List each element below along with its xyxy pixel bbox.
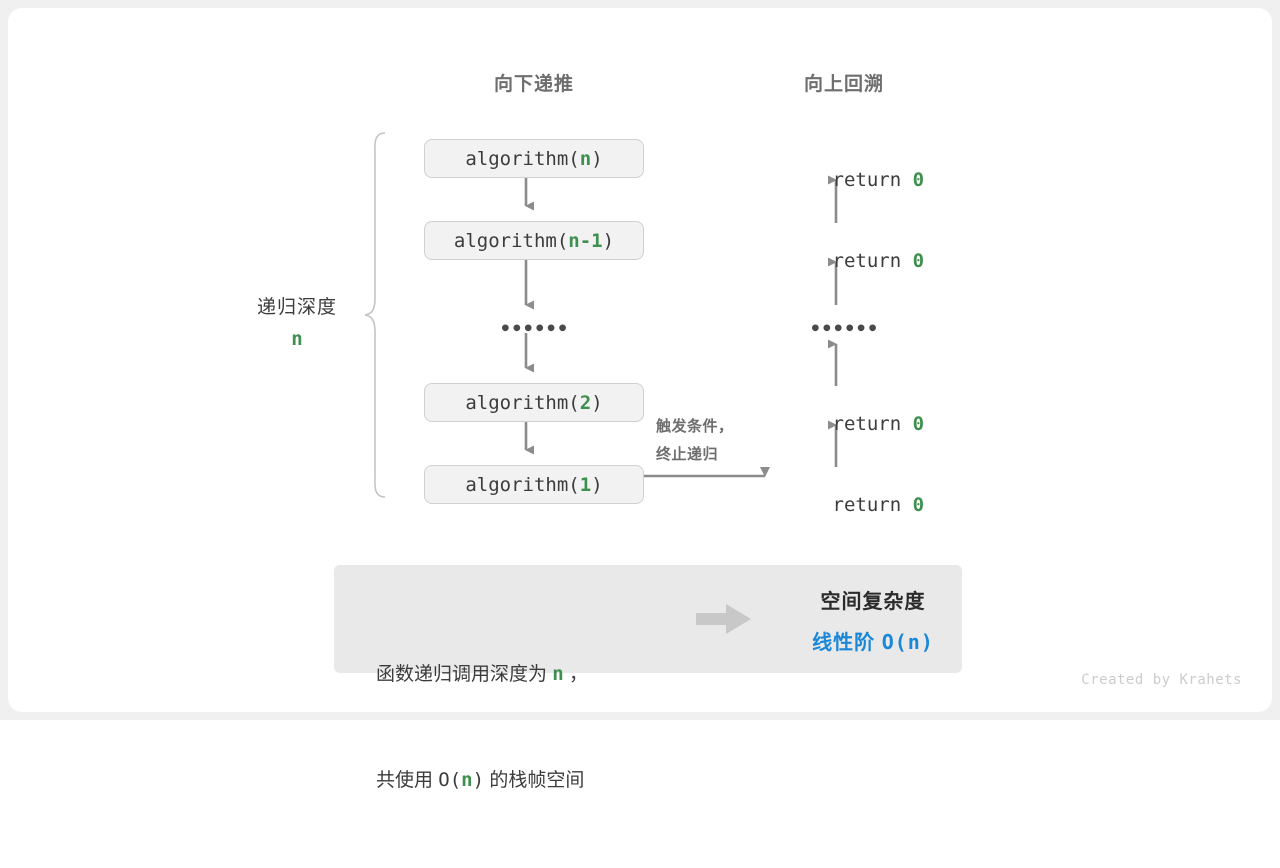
call-box-2[interactable]: algorithm(2) bbox=[424, 383, 644, 422]
call-box-prefix: algorithm( bbox=[465, 473, 580, 496]
return-keyword: return bbox=[832, 413, 913, 435]
space-complexity-notation: O(n) bbox=[881, 630, 934, 654]
summary-line-1-text-b: ， bbox=[563, 664, 589, 686]
return-value: 0 bbox=[912, 494, 925, 516]
call-box-suffix: ) bbox=[591, 147, 603, 170]
base-case-note: 触发条件， 终止递归 bbox=[656, 413, 734, 469]
summary-line-2-text-b: 的栈帧空间 bbox=[484, 769, 585, 791]
return-label-1: return 0 bbox=[764, 147, 925, 213]
return-label-3: return 0 bbox=[764, 391, 925, 457]
call-box-n[interactable]: algorithm(n) bbox=[424, 139, 644, 178]
return-ellipsis: •••••• bbox=[809, 318, 879, 340]
base-case-note-line2: 终止递归 bbox=[656, 445, 719, 463]
return-value: 0 bbox=[912, 413, 925, 435]
summary-line-2-mono-a: O( bbox=[438, 768, 462, 791]
return-keyword: return bbox=[832, 169, 913, 191]
call-box-prefix: algorithm( bbox=[453, 229, 569, 252]
complexity-summary-result: 空间复杂度 线性阶 O(n) bbox=[784, 585, 962, 655]
column-header-backtrack-up: 向上回溯 bbox=[803, 74, 885, 95]
diagram-card: 向下递推 向上回溯 bbox=[8, 8, 1272, 791]
summary-line-2: 共使用 O(n) 的栈帧空间 bbox=[376, 763, 588, 798]
call-box-prefix: algorithm( bbox=[465, 391, 580, 414]
recursion-depth-label: 递归深度 n bbox=[238, 292, 356, 350]
call-box-arg: n bbox=[579, 147, 592, 170]
return-label-4: return 0 bbox=[764, 472, 925, 538]
summary-arrow-icon bbox=[696, 604, 751, 634]
attribution-footer: Created by Krahets bbox=[1081, 672, 1242, 688]
summary-line-1-highlight: n bbox=[552, 663, 564, 686]
complexity-summary-description: 函数递归调用深度为 n ， 共使用 O(n) 的栈帧空间 bbox=[376, 587, 588, 868]
return-value: 0 bbox=[912, 250, 925, 272]
call-box-suffix: ) bbox=[602, 229, 615, 252]
space-complexity-value: 线性阶 O(n) bbox=[784, 626, 962, 655]
space-complexity-title: 空间复杂度 bbox=[820, 591, 926, 613]
call-box-suffix: ) bbox=[591, 391, 603, 414]
call-box-arg: 2 bbox=[579, 391, 592, 414]
call-box-suffix: ) bbox=[591, 473, 603, 496]
recursion-depth-brace bbox=[364, 132, 386, 498]
column-header-recurse-down: 向下递推 bbox=[493, 74, 575, 95]
call-box-arg: n-1 bbox=[568, 229, 603, 252]
return-keyword: return bbox=[832, 250, 913, 272]
summary-line-1: 函数递归调用深度为 n ， bbox=[376, 657, 588, 692]
call-box-1[interactable]: algorithm(1) bbox=[424, 465, 644, 504]
base-case-note-line1: 触发条件， bbox=[656, 418, 734, 435]
space-complexity-order-label: 线性阶 bbox=[812, 632, 882, 654]
call-box-prefix: algorithm( bbox=[465, 147, 580, 170]
call-stack-ellipsis: •••••• bbox=[499, 318, 569, 340]
return-label-2: return 0 bbox=[764, 228, 925, 294]
recursion-depth-value: n bbox=[291, 328, 303, 350]
summary-line-2-text-a: 共使用 bbox=[376, 769, 439, 791]
summary-line-2-highlight: n bbox=[461, 768, 473, 791]
complexity-summary-box: 函数递归调用深度为 n ， 共使用 O(n) 的栈帧空间 空间复杂度 线性阶 O… bbox=[334, 565, 962, 791]
return-keyword: return bbox=[832, 494, 913, 516]
call-box-arg: 1 bbox=[579, 473, 592, 496]
summary-line-2-mono-b: ) bbox=[472, 768, 485, 791]
summary-line-1-text-a: 函数递归调用深度为 bbox=[376, 664, 553, 686]
return-value: 0 bbox=[912, 169, 925, 191]
call-box-n-minus-1[interactable]: algorithm(n-1) bbox=[424, 221, 644, 260]
diagram-canvas: 向下递推 向上回溯 bbox=[0, 0, 1280, 791]
recursion-depth-title: 递归深度 bbox=[256, 297, 337, 318]
